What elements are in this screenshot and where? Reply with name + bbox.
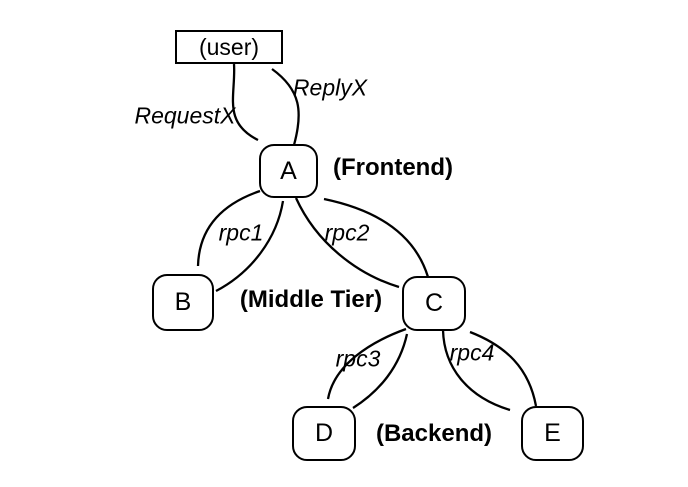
edge-label-requestx: RequestX	[134, 102, 236, 129]
tier-label-middle: (Middle Tier)	[239, 286, 383, 313]
edge-replyx-a-to-user	[271, 68, 300, 146]
edge-rpc4-return-e-to-c	[469, 330, 538, 407]
node-e: E	[521, 406, 584, 461]
edge-rpc2-return-c-to-a	[323, 197, 430, 278]
tier-label-backend: (Backend)	[375, 420, 493, 447]
edge-label-replyx: ReplyX	[292, 74, 368, 101]
node-d: D	[292, 406, 356, 461]
node-b: B	[152, 274, 214, 331]
edge-label-rpc2: rpc2	[324, 219, 370, 246]
tier-label-frontend: (Frontend)	[333, 154, 453, 181]
node-user-label: (user)	[198, 33, 260, 60]
node-d-label: D	[314, 419, 334, 447]
edge-rpc3-return-d-to-c	[352, 333, 409, 409]
node-c-label: C	[424, 289, 444, 317]
edge-label-rpc1: rpc1	[218, 219, 264, 246]
edge-label-rpc4: rpc4	[449, 339, 495, 366]
edge-rpc2-call-a-to-c	[294, 197, 400, 289]
node-a: A	[259, 144, 318, 198]
node-c: C	[402, 276, 466, 331]
node-user: (user)	[175, 30, 283, 64]
node-b-label: B	[174, 288, 192, 316]
edge-requestx-user-to-a	[231, 63, 259, 142]
node-e-label: E	[544, 419, 561, 447]
edge-rpc1-return-b-to-a	[215, 200, 285, 293]
edge-rpc1-call-a-to-b	[196, 189, 261, 267]
edge-label-rpc3: rpc3	[335, 345, 381, 372]
node-a-label: A	[280, 156, 297, 185]
edge-rpc3-call-c-to-d	[326, 327, 407, 400]
edge-rpc4-call-c-to-e	[441, 329, 511, 412]
